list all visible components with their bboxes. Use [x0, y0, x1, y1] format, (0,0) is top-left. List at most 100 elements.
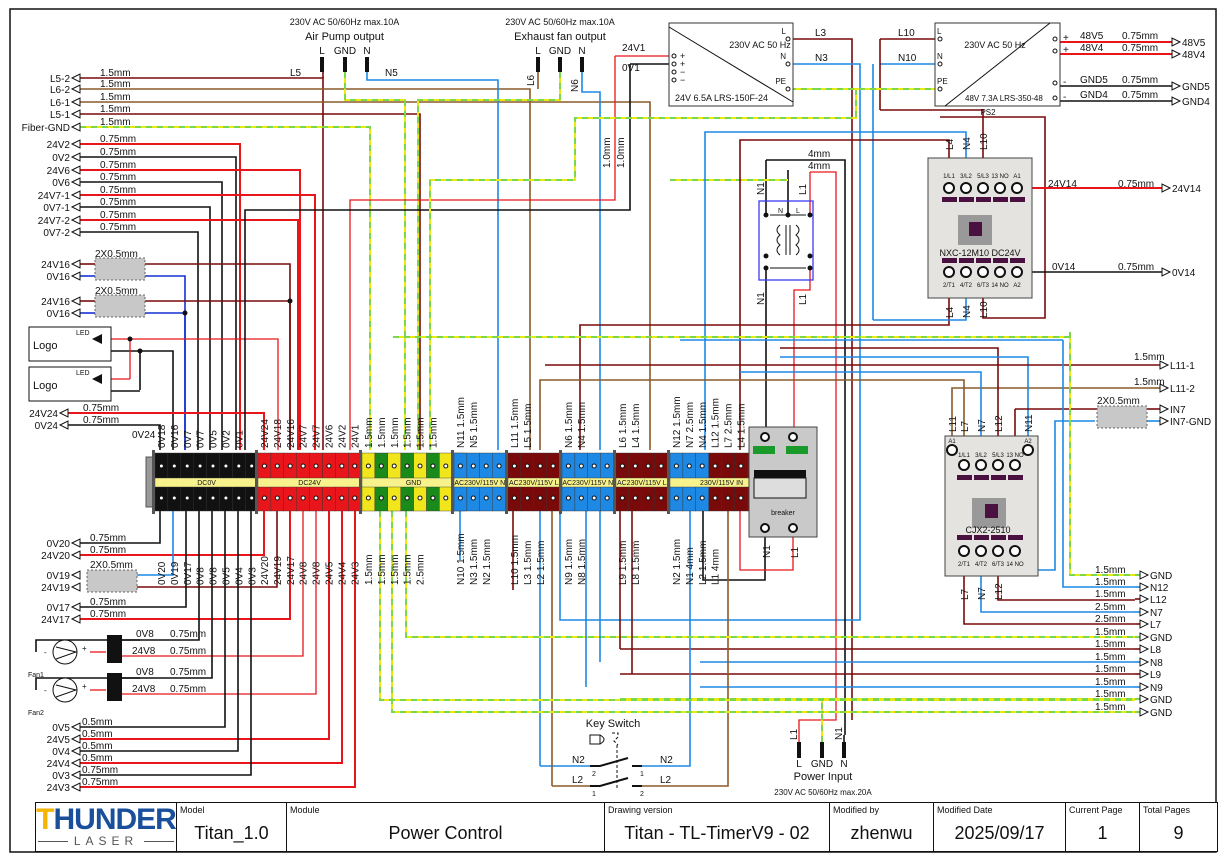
connector-arrow-icon: [70, 570, 81, 580]
coil-pos-net: 24V14: [1048, 179, 1077, 190]
terminal-screw-icon: [725, 495, 731, 501]
connector-label-24v16: 24V16: [41, 297, 70, 308]
wire-gauge-label: 0.75mm: [1122, 90, 1158, 101]
shielded-cable-icon: [86, 569, 138, 593]
psu2-output-sign: +: [1063, 45, 1069, 56]
wire-l6-2: [80, 88, 531, 450]
fan-blade-icon: [55, 646, 78, 660]
contactor2-out-label: N7: [977, 587, 988, 600]
wire: [702, 511, 766, 581]
switch-pin: 1: [640, 771, 644, 778]
wire-gauge-label: 2.5mm: [1095, 602, 1126, 613]
contactor1-terminal-icon: [1011, 266, 1023, 278]
psu1-output-sign: +: [680, 51, 685, 61]
wire-gauge-label: 1.5mm: [1095, 627, 1126, 638]
contactor1-marker: [1010, 197, 1025, 202]
wire-0v2: [80, 156, 237, 450]
terminal-bottom-label: 0V8: [209, 567, 220, 585]
filter-out-n: N1: [756, 292, 767, 305]
wire: [579, 277, 950, 450]
output-arrow-icon: [1139, 657, 1150, 667]
connector-l6-1-arrow-icon: [70, 97, 81, 107]
wire-gauge-label: 1.5mm: [1095, 577, 1126, 588]
wire-24v7-1: [80, 194, 316, 450]
contactor2-terminal-icon: [1022, 444, 1034, 456]
output-pin-icon: [536, 57, 540, 72]
key-switch-wire-n2: N2: [572, 755, 585, 766]
terminal-bottom-label: N8 1.5mm: [577, 539, 588, 585]
output-target-gnd: GND: [1150, 633, 1172, 644]
psu2-output-net: 48V4: [1080, 43, 1104, 54]
wire-gauge-label: 0.75mm: [1122, 31, 1158, 42]
terminal-bottom-label: N1 4mm: [685, 547, 696, 585]
contactor2-terminal-icon: [958, 459, 970, 471]
wire: [80, 511, 291, 620]
wire: [122, 511, 213, 679]
wire: [80, 511, 343, 764]
terminal-screw-icon: [171, 463, 177, 469]
terminal-group-label: AC230V/115V N: [562, 480, 613, 487]
contactor1-out-label: N4: [962, 305, 973, 318]
connector-24v2-arrow-icon: [70, 139, 81, 149]
contactor2-in-label: L11: [948, 416, 959, 432]
terminal-group-label: 230V/115V IN: [700, 480, 743, 487]
output-title: Air Pump output: [305, 31, 384, 43]
terminal-screw-icon: [223, 463, 229, 469]
wire-gauge-label: 0.75mm: [100, 185, 136, 196]
contactor2-in-label: N11: [1024, 414, 1035, 432]
psu2-rating: 48V 7.3A LRS-350-48: [965, 94, 1043, 103]
psu2-pin-label: PE: [937, 77, 948, 86]
terminal-separator: [667, 450, 670, 514]
wire-gauge-label: 0.75mm: [1118, 262, 1154, 273]
terminal-screw-icon: [417, 495, 423, 501]
terminal-top-label: 24V6: [325, 424, 336, 448]
connector-label-0v16: 0V16: [47, 272, 71, 283]
contactor1-terminal-icon: [943, 182, 955, 194]
terminal-top-label: 24V7: [312, 424, 323, 448]
contactor1-terminal-icon: [977, 266, 989, 278]
shielded-cable-icon: [94, 294, 146, 318]
contactor1-pin-label: A2: [1013, 283, 1021, 289]
terminal-screw-icon: [673, 495, 679, 501]
terminal-separator: [505, 450, 508, 514]
terminal-top-label: N12 1.5mm: [672, 396, 683, 448]
switch-pin: 2: [640, 791, 644, 798]
connector-label-0v3: 0V3: [52, 771, 70, 782]
terminal-bottom-label: N10 1.5mm: [456, 533, 467, 585]
terminal-top-label: 0V2: [222, 430, 233, 448]
contactor1-terminal-icon: [994, 266, 1006, 278]
fan-neg-net: 0V8: [136, 667, 154, 678]
psu1-terminal-icon: [785, 61, 791, 67]
output-pin-icon: [343, 57, 347, 72]
output-target-48v5: 48V5: [1182, 38, 1206, 49]
date-cell: Modified Date 2025/09/17: [933, 803, 1065, 851]
contactor2-out-label: L7: [960, 588, 971, 600]
terminal-top-label: 0V5: [209, 430, 220, 448]
output-pin-icon: [580, 57, 584, 72]
breaker-terminal-icon: [788, 523, 798, 533]
terminal-top-label: 24V16: [286, 419, 297, 448]
terminal-bottom-label: 0V17: [183, 561, 194, 585]
terminal-top-label: 24V18: [273, 419, 284, 448]
breaker-n-label: N1: [762, 545, 773, 558]
contactor1-coil: [969, 222, 982, 236]
terminal-screw-icon: [210, 495, 216, 501]
connector-0v7-1-arrow-icon: [70, 202, 81, 212]
psu2-name: PS2: [980, 108, 996, 117]
wire: [80, 511, 187, 608]
filter-node-dot: [785, 212, 791, 218]
terminal-screw-icon: [699, 495, 705, 501]
logo-wordmark: THUNDER: [36, 803, 177, 836]
ground-wire: [391, 511, 1135, 713]
wire-gauge-label: 1.5mm: [100, 79, 131, 90]
output-pin-label: L: [319, 46, 325, 57]
wire: [80, 511, 161, 544]
output-target-gnd4: GND4: [1182, 97, 1210, 108]
wire-label-n3: N3: [815, 53, 828, 64]
connector-24v6-arrow-icon: [70, 165, 81, 175]
output-target-gnd: GND: [1150, 695, 1172, 706]
terminal-top-label: 24V7: [299, 424, 310, 448]
terminal-screw-icon: [565, 495, 571, 501]
connector-arrow-icon: [70, 550, 81, 560]
breaker-indicator: [753, 446, 775, 454]
